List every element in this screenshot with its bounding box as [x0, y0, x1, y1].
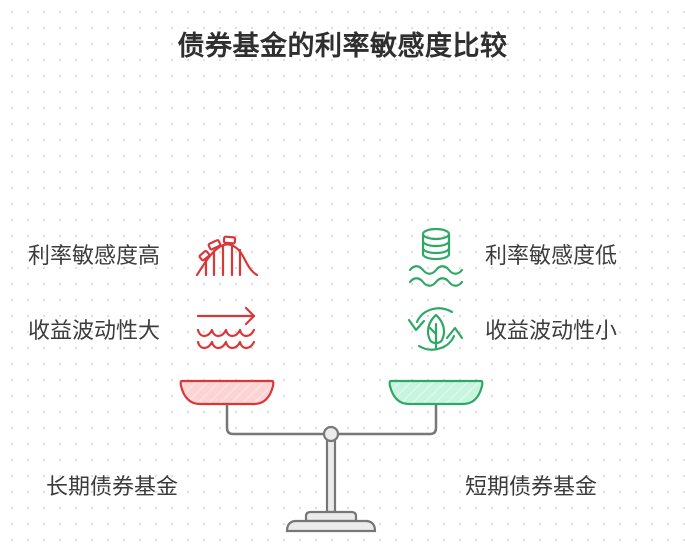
scale-pivot [322, 425, 340, 443]
scale-base-top [304, 510, 358, 523]
right-fund-label: 短期债券基金 [465, 475, 598, 500]
left-feature-2: 收益波动性大 [28, 319, 161, 344]
right-feature-1: 利率敏感度低 [485, 244, 618, 269]
left-pan [179, 379, 275, 406]
right-feature-2: 收益波动性小 [485, 319, 618, 344]
right-arm [338, 405, 438, 436]
leaf-cycle-icon [407, 307, 464, 351]
left-fund-label: 长期债券基金 [46, 475, 179, 500]
diagram-title: 债券基金的利率敏感度比较 [177, 31, 508, 62]
right-pan [388, 379, 484, 406]
left-arm [225, 405, 324, 436]
scale-pillar [325, 438, 337, 514]
arrow-waves-icon [196, 306, 256, 350]
left-feature-1: 利率敏感度高 [28, 244, 161, 269]
roller-coaster-icon [195, 235, 259, 277]
database-waves-icon [408, 227, 464, 287]
scale-base-bottom [285, 519, 377, 533]
